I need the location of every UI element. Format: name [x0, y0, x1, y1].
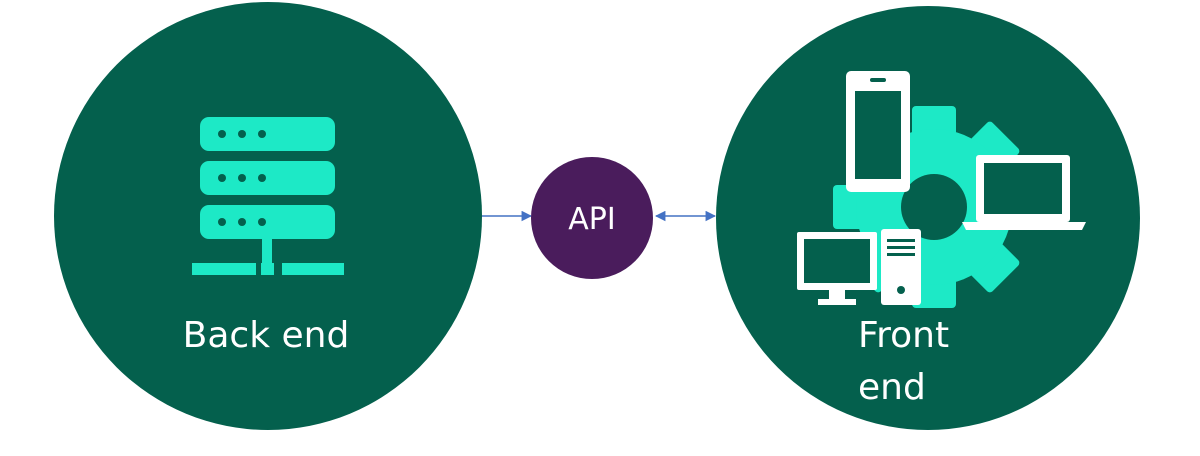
frontend-label-line2: end	[858, 367, 926, 408]
api-circle	[531, 157, 653, 279]
backend-node: Back end	[54, 2, 482, 430]
backend-label: Back end	[183, 315, 350, 356]
pc-tower-icon	[881, 229, 921, 305]
api-node: API	[531, 157, 653, 279]
laptop-icon	[962, 155, 1086, 230]
server-icon	[192, 117, 344, 275]
frontend-node: Front end	[716, 6, 1140, 430]
api-label: API	[568, 202, 615, 237]
smartphone-icon	[846, 71, 910, 192]
frontend-label-line1: Front	[858, 315, 949, 356]
desktop-monitor-icon	[797, 232, 877, 305]
